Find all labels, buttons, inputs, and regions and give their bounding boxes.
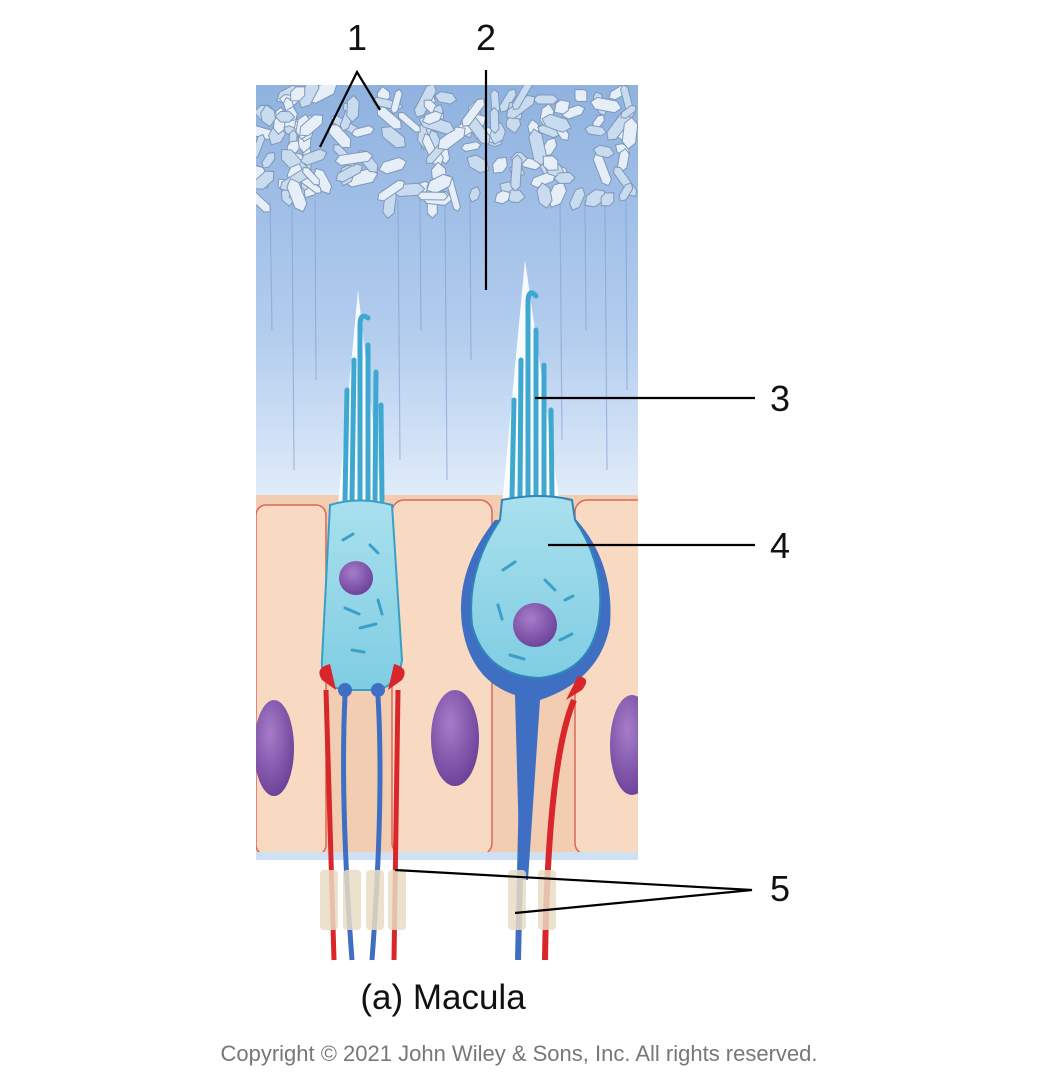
otolith-crystal [426,173,453,194]
label-5: 5 [770,868,790,909]
otolith-crystal [618,182,634,202]
otolith-crystal [461,98,486,127]
otolith-crystal [297,85,320,109]
leader-line-5 [394,868,753,915]
supporting-cell-nucleus [610,695,638,795]
stereocilia [509,290,555,500]
otoliths [256,85,638,220]
otolith-crystal [468,185,481,203]
figure-caption: (a) Macula [360,978,526,1017]
hair-cell-type-i [460,260,611,961]
otolith-crystal [421,110,443,126]
otolith-crystal [498,88,517,113]
otolith-crystal [584,124,607,137]
otolith-crystal [492,156,508,174]
otolith-crystal [274,110,296,123]
label-4: 4 [770,525,790,566]
label-1: 1 [347,17,367,58]
otolith-crystal [460,141,482,152]
otolith-crystal [299,148,328,166]
otolith-crystal [466,154,490,174]
otolith-crystal [542,155,559,171]
otolith-crystal [256,190,271,213]
otolith-crystal [600,192,615,207]
otolith-crystal [553,99,571,115]
otolith-crystal [574,89,588,102]
otolith-crystal [621,116,638,150]
hair-cell-nucleus [339,561,373,595]
otolith-crystal [592,144,615,159]
nerve-fibers [320,870,556,930]
otolith-crystal [286,178,308,213]
supporting-cell-nucleus [256,700,294,796]
otolith-crystal [260,104,277,128]
otolith-crystal [434,90,458,105]
leader-line-1 [319,69,381,148]
otolith-crystal [334,150,374,166]
otolith-crystal [553,171,576,185]
leader-lines [319,69,755,915]
otolith-crystal [377,179,405,202]
otolith-crystal [346,94,360,123]
label-3: 3 [770,378,790,419]
otolith-crystal [489,106,500,135]
supporting-cell-nucleus [431,690,479,786]
stereocilia [342,313,385,503]
otolith-crystal [397,111,421,133]
otolith-crystal [561,104,586,120]
otolith-crystal [256,133,266,160]
otolith-crystal [390,88,403,115]
otolith-crystal [302,167,320,186]
otolith-crystal [378,156,408,175]
otolith-crystal [589,96,623,114]
label-2: 2 [476,17,496,58]
hair-cell-nucleus [513,603,557,647]
otolith-crystal [299,114,324,137]
otolith-crystal [511,85,534,111]
otolith-crystal [256,170,275,190]
otolith-crystal [261,151,276,169]
copyright-notice: Copyright © 2021 John Wiley & Sons, Inc.… [220,1041,818,1066]
otolith-crystal [510,154,523,192]
otolith-crystal [506,94,536,120]
otolith-crystal [437,126,466,151]
otolith-crystal [494,190,511,205]
otolith-crystal [351,125,375,138]
otolith-crystal [335,163,363,183]
otolith-crystal [290,86,306,102]
otolith-crystal [547,181,568,208]
otolith-crystal [620,104,637,119]
otolith-crystal [537,124,560,139]
otolith-crystal [536,182,553,209]
otolith-crystal [528,128,548,166]
otolith-crystal [532,94,559,105]
otolith-crystal [568,186,586,211]
otolith-crystal [381,126,406,149]
otolith-crystal [416,191,449,201]
